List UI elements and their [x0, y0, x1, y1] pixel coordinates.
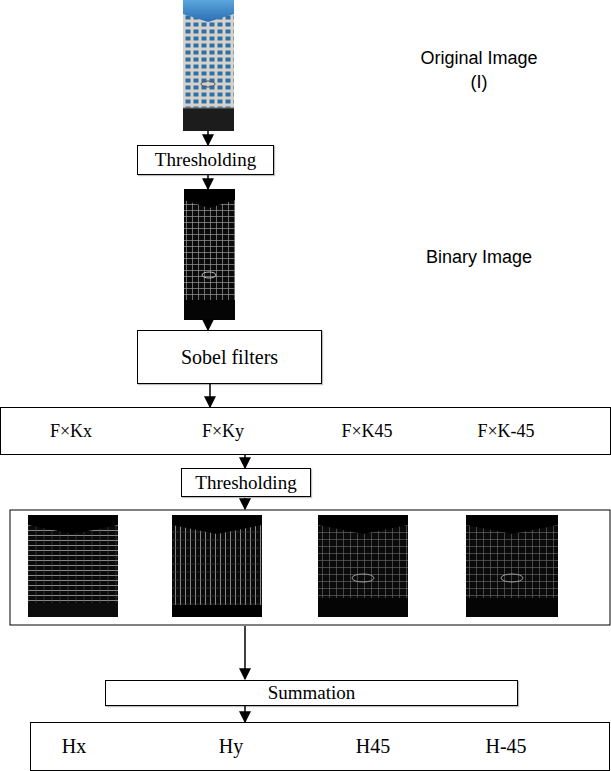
filter-band: F×Kx F×Ky F×K45 F×K-45: [0, 407, 611, 455]
flow-arrow: [207, 131, 209, 145]
process-box: Thresholding: [181, 468, 311, 497]
image-node: Binary Image: [184, 189, 235, 320]
flow-arrow: [244, 706, 246, 722]
band-label: H45: [356, 733, 390, 760]
label-holder: Binary Image: [415, 245, 543, 269]
layout-arrow: [245, 498, 246, 679]
band-cell: H-45: [441, 723, 571, 770]
band-cell: F×K45: [302, 408, 432, 454]
band-cell: Hx: [9, 723, 139, 770]
band-label: F×Kx: [50, 419, 92, 443]
band-label: Hy: [219, 733, 243, 760]
box-label: Thresholding: [195, 472, 296, 494]
binary-photo: [184, 189, 235, 320]
flow-arrow: [209, 384, 211, 407]
flow-arrow: [244, 455, 246, 468]
band-cell: Hy: [166, 723, 296, 770]
flow-arrow: [207, 175, 209, 189]
box-label: Sobel filters: [181, 346, 278, 369]
label-holder: Original Image (I): [415, 46, 543, 95]
band-cell: F×Ky: [158, 408, 288, 454]
image-node: Original Image (I): [183, 0, 234, 131]
band-label: F×Ky: [202, 419, 244, 443]
process-box: Summation: [105, 680, 518, 706]
process-box: Thresholding: [137, 145, 274, 175]
band-cell: H45: [308, 723, 438, 770]
flow-arrow: [207, 320, 209, 330]
image-caption: Original Image (I): [415, 46, 543, 95]
histogram-band: Hx Hy H45 H-45: [30, 722, 610, 771]
image-caption: Binary Image: [426, 245, 532, 269]
band-cell: F×K-45: [441, 408, 571, 454]
box-label: Thresholding: [155, 149, 256, 171]
filtered-image-band: [10, 510, 610, 625]
process-box: Sobel filters: [137, 330, 322, 384]
band-label: H-45: [485, 733, 526, 760]
band-label: F×K-45: [477, 419, 534, 443]
band-label: Hx: [62, 733, 86, 760]
original-photo: [183, 0, 234, 131]
box-label: Summation: [268, 682, 356, 704]
band-cell: F×Kx: [6, 408, 136, 454]
band-label: F×K45: [341, 419, 392, 443]
